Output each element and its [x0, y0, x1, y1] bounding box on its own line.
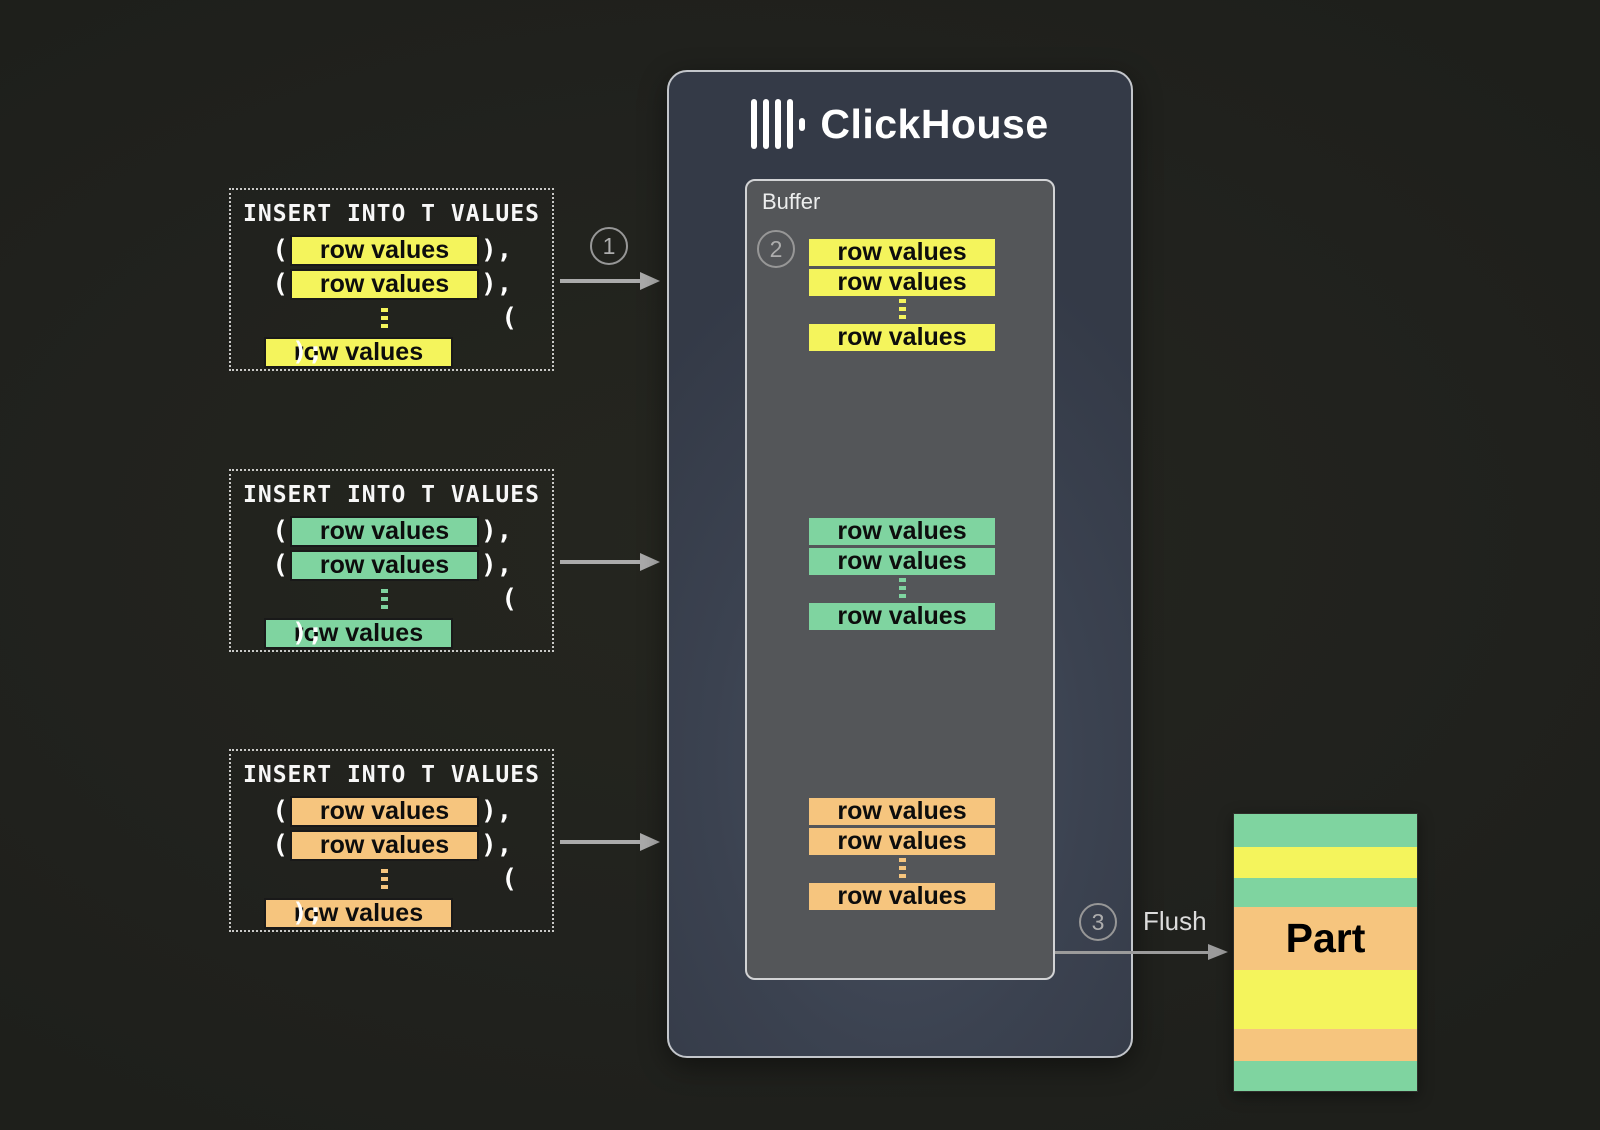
ellipsis-dots: [809, 858, 995, 880]
row-values-chip: row values: [809, 547, 995, 575]
step-1-badge: 1: [590, 227, 628, 265]
buffer-group-yellow: row values row values row values: [809, 238, 995, 351]
part-stripe-green: [1234, 1061, 1417, 1091]
close-paren: );: [292, 898, 324, 928]
close-paren: );: [292, 618, 324, 648]
part-stripe-yellow: [1234, 970, 1417, 1029]
close-paren: );: [292, 337, 324, 367]
open-paren: (: [272, 830, 288, 860]
arrow-head-icon: [640, 553, 660, 571]
part-stripe-yellow: [1234, 847, 1417, 878]
close-paren: ),: [481, 516, 513, 546]
clickhouse-header: ClickHouse: [669, 98, 1131, 150]
open-paren: (: [501, 303, 517, 333]
part-stripe-orange: [1234, 1029, 1417, 1061]
insert-statement-3: INSERT INTO T VALUES ( row values ), ( r…: [229, 749, 554, 932]
open-paren: (: [501, 584, 517, 614]
clickhouse-logo-icon: [751, 99, 806, 149]
row-values-chip: row values: [264, 898, 453, 929]
row-values-chip: row values: [809, 602, 995, 630]
close-paren: ),: [481, 830, 513, 860]
row-values-chip: row values: [809, 882, 995, 910]
clickhouse-title: ClickHouse: [820, 100, 1049, 147]
clickhouse-panel: ClickHouse Buffer 2 row values row value…: [667, 70, 1133, 1058]
part-label: Part: [1285, 915, 1366, 961]
flush-label: Flush: [1143, 906, 1207, 936]
row-values-chip: row values: [290, 550, 479, 581]
arrow-insert-1: [560, 272, 660, 290]
arrow-insert-2: [560, 553, 660, 571]
row-values-chip: row values: [290, 516, 479, 547]
buffer-group-green: row values row values row values: [809, 517, 995, 630]
close-paren: ),: [481, 796, 513, 826]
row-values-chip: row values: [264, 337, 453, 368]
insert-title: INSERT INTO T VALUES: [243, 762, 540, 788]
insert-statement-2: INSERT INTO T VALUES ( row values ), ( r…: [229, 469, 554, 652]
close-paren: ),: [481, 550, 513, 580]
row-values-chip: row values: [290, 235, 479, 266]
row-values-chip: row values: [809, 797, 995, 825]
insert-title: INSERT INTO T VALUES: [243, 482, 540, 508]
part-stripe-green: [1234, 878, 1417, 907]
row-values-chip: row values: [809, 517, 995, 545]
row-values-chip: row values: [809, 268, 995, 296]
row-values-chip: row values: [290, 830, 479, 861]
ellipsis-dots: [290, 868, 479, 891]
ellipsis-dots: [290, 307, 479, 330]
row-values-chip: row values: [809, 323, 995, 351]
ellipsis-dots: [290, 588, 479, 611]
step-2-badge: 2: [757, 230, 795, 268]
part-stripe-green: [1234, 814, 1417, 847]
open-paren: (: [501, 864, 517, 894]
arrow-head-icon: [1208, 944, 1228, 960]
row-values-chip: row values: [264, 618, 453, 649]
open-paren: (: [272, 516, 288, 546]
insert-title: INSERT INTO T VALUES: [243, 201, 540, 227]
ellipsis-dots: [809, 299, 995, 321]
insert-rows: ( row values ), ( row values ), ( row va…: [231, 235, 552, 368]
ellipsis-dots: [809, 578, 995, 600]
part-stripes: Part: [1234, 814, 1417, 1091]
buffer-box: Buffer 2 row values row values row value…: [745, 179, 1055, 980]
buffer-label: Buffer: [762, 189, 821, 214]
arrow-flush: [1055, 944, 1228, 960]
open-paren: (: [272, 269, 288, 299]
row-values-chip: row values: [809, 827, 995, 855]
row-values-chip: row values: [809, 238, 995, 266]
insert-rows: ( row values ), ( row values ), ( row va…: [231, 516, 552, 649]
part-stripe-orange: Part: [1234, 907, 1417, 970]
row-values-chip: row values: [290, 269, 479, 300]
open-paren: (: [272, 550, 288, 580]
insert-statement-1: INSERT INTO T VALUES ( row values ), ( r…: [229, 188, 554, 371]
insert-rows: ( row values ), ( row values ), ( row va…: [231, 796, 552, 929]
close-paren: ),: [481, 269, 513, 299]
open-paren: (: [272, 235, 288, 265]
part-box: Part: [1233, 813, 1418, 1092]
arrow-head-icon: [640, 833, 660, 851]
buffer-group-orange: row values row values row values: [809, 797, 995, 910]
close-paren: ),: [481, 235, 513, 265]
arrow-insert-3: [560, 833, 660, 851]
step-3-badge: 3: [1079, 903, 1117, 941]
row-values-chip: row values: [290, 796, 479, 827]
open-paren: (: [272, 796, 288, 826]
arrow-head-icon: [640, 272, 660, 290]
